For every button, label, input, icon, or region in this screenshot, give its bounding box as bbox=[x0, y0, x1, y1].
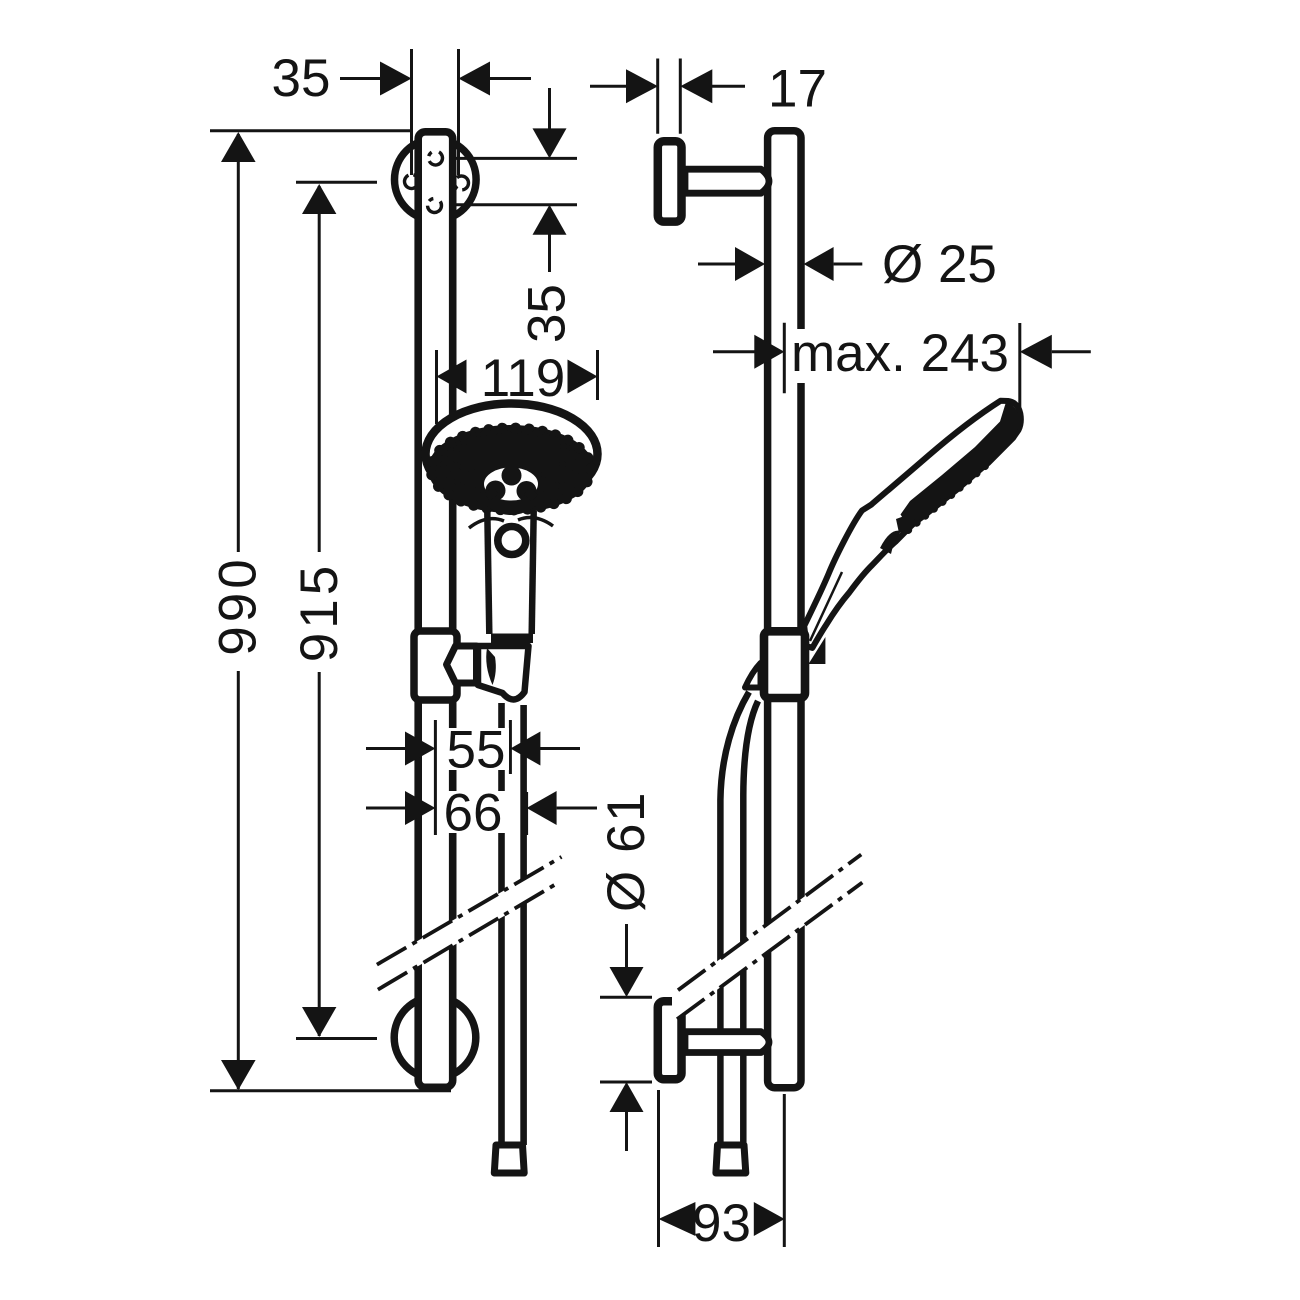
svg-text:990: 990 bbox=[209, 555, 268, 655]
svg-text:17: 17 bbox=[768, 60, 827, 119]
svg-text:66: 66 bbox=[444, 784, 503, 843]
svg-text:max. 243: max. 243 bbox=[791, 324, 1009, 383]
svg-text:93: 93 bbox=[692, 1194, 751, 1253]
svg-text:35: 35 bbox=[272, 49, 331, 108]
svg-text:Ø 61: Ø 61 bbox=[597, 791, 656, 912]
svg-text:Ø 25: Ø 25 bbox=[882, 235, 997, 294]
svg-text:915: 915 bbox=[290, 562, 349, 662]
svg-text:35: 35 bbox=[518, 284, 577, 343]
svg-text:119: 119 bbox=[481, 349, 566, 408]
svg-text:55: 55 bbox=[447, 721, 506, 780]
